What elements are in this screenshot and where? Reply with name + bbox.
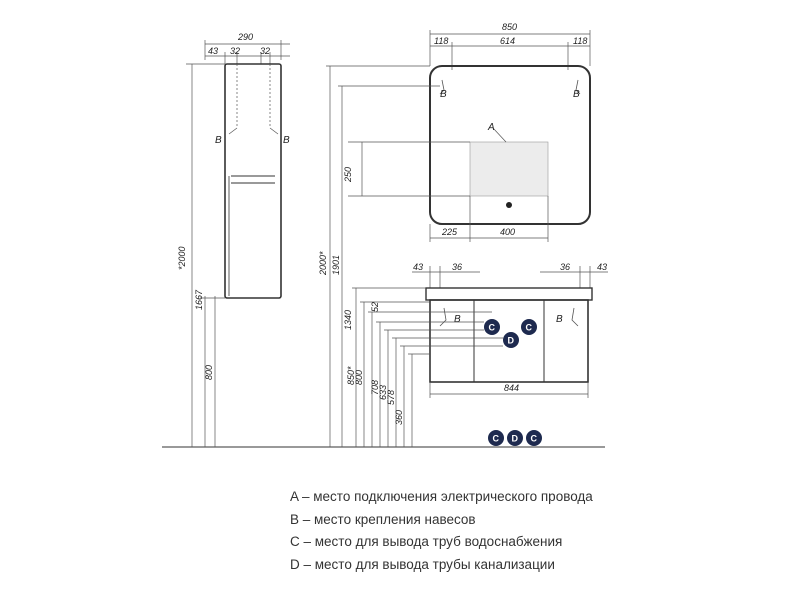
mirror-hinge-left-label: B: [440, 89, 447, 100]
power-outlet-dot: [506, 202, 512, 208]
height-1901-label: 1901: [331, 255, 341, 275]
height-360-label: 360: [394, 410, 404, 425]
mirror-frame: [429, 65, 591, 225]
vanity-hinge-left-label: B: [454, 314, 461, 325]
legend-item-d: D – место для вывода трубы канализации: [290, 556, 555, 572]
vanity-body: [429, 299, 589, 383]
legend-item-a: A – место подключения электрического про…: [290, 489, 593, 504]
floor-badge-d-label: D: [512, 434, 519, 444]
height-633-label: 633: [378, 385, 388, 400]
mirror-center-614-label: 614: [500, 36, 515, 46]
mirror: 850 118 614 118 B B A 250 225 400: [343, 22, 591, 242]
vanity-right-43-label: 43: [597, 262, 607, 272]
mirror-left-118-label: 118: [434, 36, 448, 46]
cabinet-height-2000-label: *2000: [177, 246, 187, 270]
marker-a-label: A: [487, 122, 495, 133]
legend: A – место подключения электрического про…: [290, 486, 710, 576]
cabinet-32a-label: 32: [230, 46, 240, 56]
vanity-hinge-right-label: B: [556, 314, 563, 325]
height-578-label: 578: [386, 390, 396, 405]
floor-badge-c-right: [526, 430, 542, 446]
mirror-right-118-label: 118: [573, 36, 587, 46]
cabinet-width-label: 290: [237, 32, 253, 42]
cabinet-hinge-left-label: B: [215, 135, 222, 146]
height-850-label: 850*: [346, 366, 356, 385]
technical-drawing: 290 43 32 32 B B *2000 1667 800 850: [162, 22, 608, 448]
cabinet-body: [224, 63, 282, 299]
vanity-badge-c-left-label: C: [489, 323, 496, 333]
power-connection-zone: [469, 141, 549, 197]
mirror-hinge-right-label: B: [573, 89, 580, 100]
vanity-badge-c-right: [521, 319, 537, 335]
tall-cabinet: 290 43 32 32 B B *2000 1667 800: [177, 32, 290, 447]
vanity-844-label: 844: [504, 383, 519, 393]
floor-badge-c-right-label: C: [531, 434, 538, 444]
floor-badge-c-left-label: C: [493, 434, 500, 444]
floor-badge-d: [507, 430, 523, 446]
vanity-countertop: [425, 287, 593, 301]
vanity-badge-d: [503, 332, 519, 348]
mirror-250-label: 250: [343, 167, 353, 183]
vanity-right-36-label: 36: [560, 262, 570, 272]
height-800-label: 800: [354, 370, 364, 385]
height-1340-label: 1340: [343, 310, 353, 330]
cabinet-height-800-label: 800: [204, 365, 214, 380]
legend-item-b: B – место крепления навесов: [290, 511, 476, 527]
vanity-badge-d-label: D: [508, 336, 515, 346]
height-2000-label: 2000*: [318, 251, 328, 276]
vanity-left-36-label: 36: [452, 262, 462, 272]
mirror-width-label: 850: [502, 22, 517, 32]
height-dimensions: 2000* 1901 1340 52 850* 800 708 633 578 …: [318, 65, 503, 447]
mirror-400-label: 400: [500, 227, 515, 237]
vanity-badge-c-right-label: C: [526, 323, 533, 333]
cabinet-height-1667-label: 1667: [194, 289, 204, 310]
mirror-225-label: 225: [441, 227, 458, 237]
vanity-left-43-label: 43: [413, 262, 423, 272]
vanity-unit: 43 36 36 43 B B C D C 844: [412, 262, 608, 398]
cabinet-hinge-right-label: B: [283, 135, 290, 146]
cabinet-43-label: 43: [208, 46, 218, 56]
floor-badge-c-left: [488, 430, 504, 446]
floor-outlets: C D C: [488, 430, 542, 446]
legend-item-c: C – место для вывода труб водоснабжения: [290, 534, 563, 549]
vanity-badge-c-left: [484, 319, 500, 335]
height-52-label: 52: [370, 302, 380, 312]
cabinet-32b-label: 32: [260, 46, 270, 56]
height-708-label: 708: [370, 380, 380, 395]
